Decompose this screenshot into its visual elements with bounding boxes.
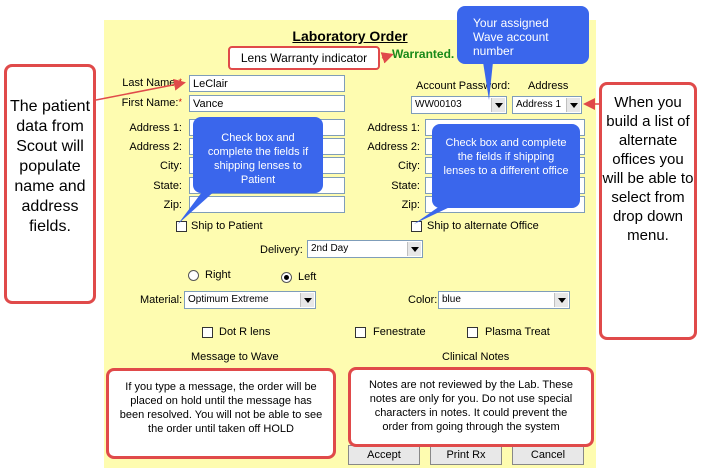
delivery-select[interactable]: 2nd Day — [307, 240, 423, 258]
color-select[interactable]: blue — [438, 291, 570, 309]
first-name-input[interactable]: Vance — [189, 95, 345, 112]
page-title: Laboratory Order — [292, 28, 408, 44]
dot-r-lens-label: Dot R lens — [219, 326, 271, 338]
patient-data-callout: The patient data from Scout will populat… — [4, 64, 96, 304]
ship-to-patient-label: Ship to Patient — [191, 220, 263, 232]
office-address1-label: Address 1: — [367, 122, 420, 134]
right-eye-radio[interactable] — [188, 270, 199, 281]
ship-to-patient-checkbox[interactable] — [176, 221, 187, 232]
material-select[interactable]: Optimum Extreme — [184, 291, 316, 309]
chevron-down-icon — [491, 98, 505, 112]
dot-r-lens-checkbox[interactable] — [202, 327, 213, 338]
account-password-select[interactable]: WW00103 — [411, 96, 507, 114]
office-zip-label: Zip: — [401, 199, 420, 211]
ship-patient-callout: Check box and complete the fields if shi… — [193, 117, 323, 193]
clinical-notes-callout: Notes are not reviewed by the Lab. These… — [348, 367, 594, 447]
warranty-arrow — [380, 52, 394, 64]
wave-account-pointer — [483, 62, 493, 100]
patient-address2-label: Address 2: — [129, 141, 182, 153]
patient-data-arrow — [95, 78, 186, 101]
message-hold-callout: If you type a message, the order will be… — [106, 368, 336, 459]
wave-account-callout: Your assigned Wave account number — [457, 6, 589, 64]
address-select[interactable]: Address 1 — [512, 96, 582, 114]
chevron-down-icon — [554, 293, 568, 307]
ship-to-office-label: Ship to alternate Office — [427, 220, 539, 232]
first-name-label: First Name:* — [121, 97, 182, 109]
patient-city-label: City: — [160, 160, 182, 172]
patient-state-label: State: — [153, 180, 182, 192]
left-eye-radio[interactable] — [281, 272, 292, 283]
patient-zip-input[interactable] — [189, 196, 345, 213]
right-eye-label: Right — [205, 269, 231, 281]
ship-to-office-checkbox[interactable] — [411, 221, 422, 232]
clinical-notes-label: Clinical Notes — [442, 351, 510, 363]
alternate-offices-callout: When you build a list of alternate offic… — [599, 82, 697, 340]
fenestrate-checkbox[interactable] — [355, 327, 366, 338]
chevron-down-icon — [566, 98, 580, 112]
office-state-label: State: — [391, 180, 420, 192]
patient-zip-label: Zip: — [163, 199, 182, 211]
cancel-button[interactable]: Cancel — [512, 445, 584, 465]
warranted-status: Warranted. — [392, 47, 455, 61]
plasma-treat-checkbox[interactable] — [467, 327, 478, 338]
address-label: Address — [528, 80, 569, 92]
color-label: Color: — [408, 294, 438, 306]
lens-warranty-callout: Lens Warranty indicator — [228, 46, 380, 70]
chevron-down-icon — [407, 242, 421, 256]
plasma-treat-label: Plasma Treat — [485, 326, 550, 338]
material-label: Material: — [140, 294, 183, 306]
office-address2-label: Address 2: — [367, 141, 420, 153]
chevron-down-icon — [300, 293, 314, 307]
ship-office-callout: Check box and complete the fields if shi… — [432, 124, 580, 208]
office-city-label: City: — [398, 160, 420, 172]
patient-address1-label: Address 1: — [129, 122, 182, 134]
delivery-label: Delivery: — [260, 244, 303, 256]
left-eye-label: Left — [298, 271, 317, 283]
ship-office-pointer — [414, 206, 452, 224]
message-to-wave-label: Message to Wave — [191, 351, 279, 363]
last-name-input[interactable]: LeClair — [189, 75, 345, 92]
ship-patient-pointer — [178, 188, 218, 224]
fenestrate-label: Fenestrate — [373, 326, 426, 338]
